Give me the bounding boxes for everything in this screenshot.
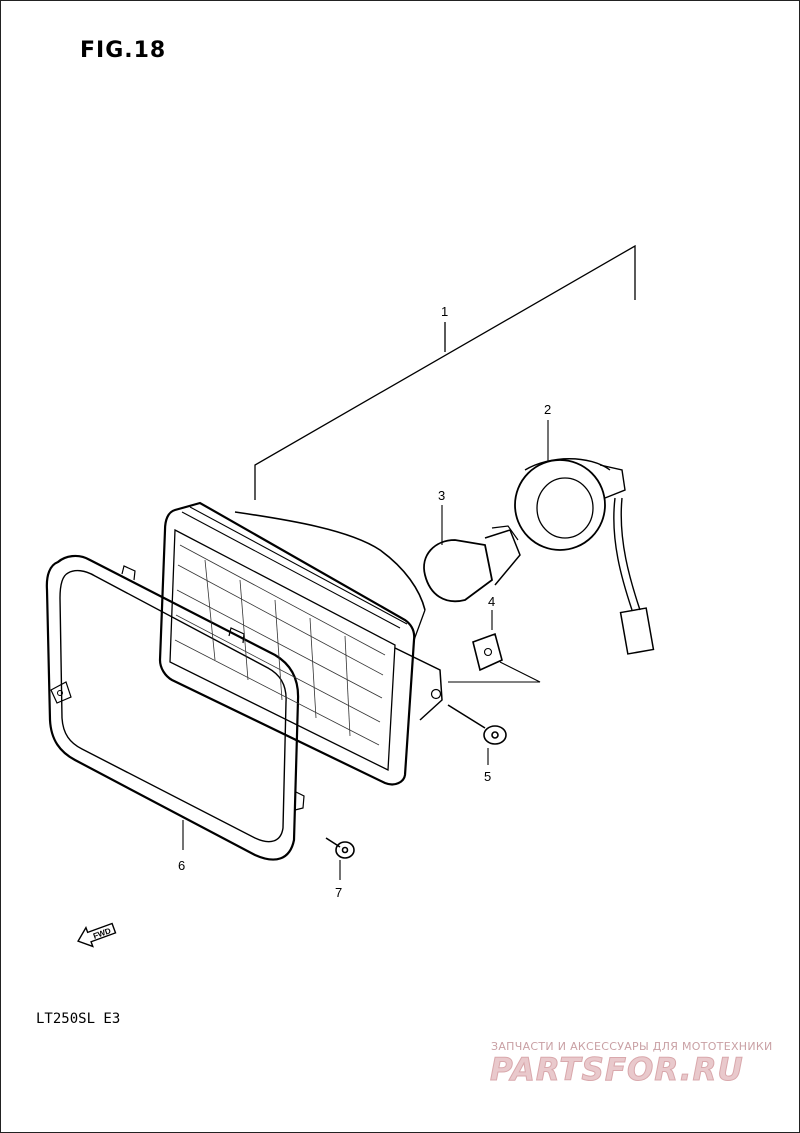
screw-5 <box>447 704 507 765</box>
callout-6: 6 <box>178 858 185 873</box>
watermark-logo: PARTSFOR.RU <box>490 1052 744 1089</box>
watermark-caption: ЗАПЧАСТИ И АКСЕССУАРЫ ДЛЯ МОТОТЕХНИКИ <box>491 1040 773 1053</box>
figure-title: FIG.18 <box>80 38 167 63</box>
callout-7: 7 <box>335 885 342 900</box>
callout-1: 1 <box>441 304 448 319</box>
callout-5: 5 <box>484 769 491 784</box>
fwd-label: FWD <box>92 926 112 941</box>
callout-2: 2 <box>544 402 551 417</box>
headlight-unit <box>158 501 443 786</box>
bulb <box>423 505 521 603</box>
callout-4: 4 <box>488 594 495 609</box>
model-label: LT250SL E3 <box>36 1011 121 1027</box>
socket <box>514 420 655 655</box>
screw-7 <box>325 837 355 880</box>
leader-bracket-1 <box>254 244 636 500</box>
fwd-arrow-icon: FWD <box>77 922 117 948</box>
headlight-rim <box>45 554 305 861</box>
callout-3: 3 <box>438 488 445 503</box>
nut <box>448 610 541 683</box>
